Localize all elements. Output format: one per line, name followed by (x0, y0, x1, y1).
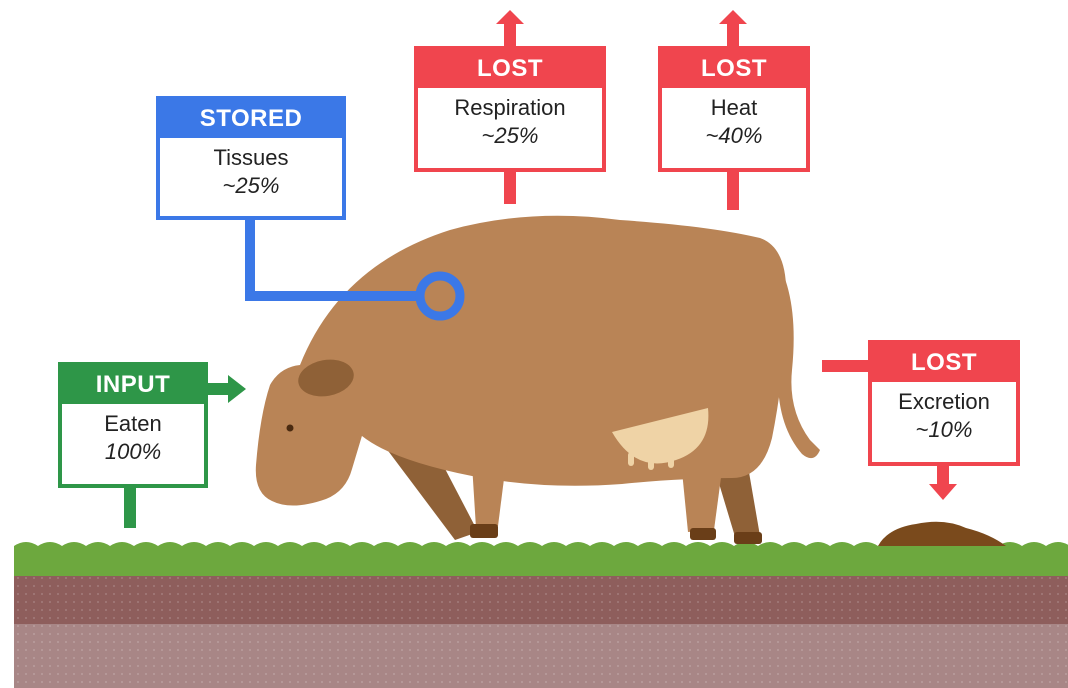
heat-card: LOST Heat ~40% (658, 46, 810, 172)
excretion-card: LOST Excretion ~10% (868, 340, 1020, 466)
respiration-card-label: Respiration (418, 94, 602, 122)
cow-illustration (256, 216, 820, 544)
input-card-label: Eaten (62, 410, 204, 438)
input-card: INPUT Eaten 100% (58, 362, 208, 488)
excretion-card-category: LOST (872, 344, 1016, 382)
excretion-card-label: Excretion (872, 388, 1016, 416)
respiration-card: LOST Respiration ~25% (414, 46, 606, 172)
stored-card-label: Tissues (160, 144, 342, 172)
stored-card-value: ~25% (160, 172, 342, 200)
heat-card-label: Heat (662, 94, 806, 122)
cow-hoof (470, 524, 498, 538)
excretion-card-value: ~10% (872, 416, 1016, 444)
dung-pile (878, 522, 1006, 546)
cow-hoof (690, 528, 716, 540)
cow-hoof (734, 532, 762, 544)
cow-eye (287, 425, 294, 432)
ground (14, 542, 1068, 688)
heat-card-value: ~40% (662, 122, 806, 150)
stored-card: STORED Tissues ~25% (156, 96, 346, 220)
respiration-card-category: LOST (418, 50, 602, 88)
input-card-category: INPUT (62, 366, 204, 404)
stored-card-category: STORED (160, 100, 342, 138)
respiration-card-value: ~25% (418, 122, 602, 150)
input-card-value: 100% (62, 438, 204, 466)
grass-strip (14, 542, 1068, 576)
heat-card-category: LOST (662, 50, 806, 88)
